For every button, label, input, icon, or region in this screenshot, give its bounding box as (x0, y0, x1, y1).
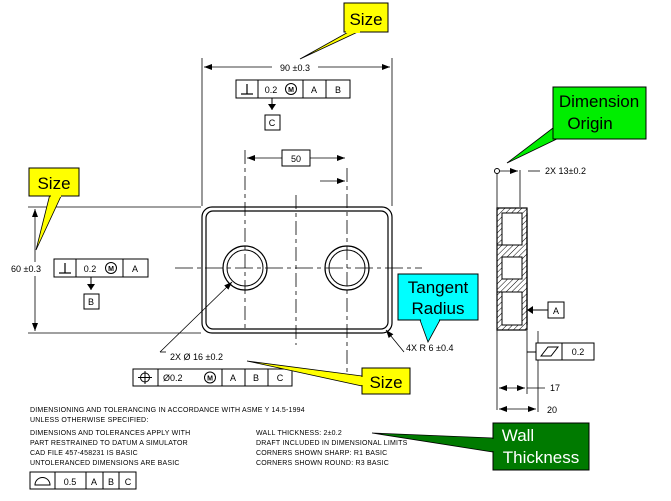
note-sharp: CORNERS SHOWN SHARP: R1 BASIC (256, 450, 387, 457)
callout-dimension-origin-line1: Dimension (559, 92, 639, 111)
plate-inner-outline (205, 210, 389, 330)
callout-tangent-radius-line1: Tangent (408, 278, 469, 297)
datum-c-label: C (269, 118, 276, 128)
dim-height-text: 60 ±0.3 (11, 264, 41, 274)
note-line-5: CAD FILE 457-458231 IS BASIC (30, 450, 138, 457)
fcf-flatness-tolerance: 0.2 (572, 347, 585, 357)
profile-surface-icon (34, 477, 51, 486)
side-view: 2X 13±0.2 A 0.2 17 20 (494, 166, 595, 415)
note-line-3: DIMENSIONS AND TOLERANCES APPLY WITH (30, 430, 190, 437)
fcf-holes-datum1: A (230, 373, 236, 383)
fcf-top: 0.2 M A B C (235, 79, 351, 131)
fcf-top-datum2: B (335, 85, 341, 95)
callout-tangent-radius-line2: Radius (412, 299, 465, 318)
datum-a-label: A (553, 306, 559, 316)
note-line-6: UNTOLERANCED DIMENSIONS ARE BASIC (30, 460, 180, 467)
fcf-profile-datum3: C (125, 477, 132, 487)
fcf-top-tolerance: 0.2 (265, 85, 278, 95)
note-draft: DRAFT INCLUDED IN DIMENSIONAL LIMITS (256, 440, 408, 447)
dim-width: 90 ±0.3 (201, 58, 393, 206)
perpendicularity-icon (241, 84, 253, 95)
callout-size-left-text: Size (37, 174, 70, 193)
fcf-left-modifier: M (108, 266, 114, 273)
fcf-top-modifier: M (288, 87, 294, 94)
notes: DIMENSIONING AND TOLERANCING IN ACCORDAN… (30, 407, 408, 467)
hole-callout: 2X Ø 16 ±0.2 (159, 281, 233, 362)
fcf-holes: Ø0.2 M A B C (132, 368, 293, 387)
plate-outline (201, 206, 393, 334)
note-wall: WALL THICKNESS: 2±0.2 (256, 430, 342, 437)
fcf-profile-datum2: B (108, 477, 114, 487)
fcf-profile: 0.5 A B C (29, 471, 137, 490)
fcf-holes-modifier: M (207, 376, 213, 383)
fcf-left-tolerance: 0.2 (84, 264, 97, 274)
mmc-icon (285, 83, 297, 95)
note-round: CORNERS SHOWN ROUND: R3 BASIC (256, 460, 389, 467)
position-icon (138, 371, 152, 384)
dim-hole-spacing: 50 (247, 149, 345, 184)
front-view (175, 150, 422, 378)
hole-callout-text: 2X Ø 16 ±0.2 (170, 352, 223, 362)
callout-size-left: Size (28, 167, 80, 251)
fcf-profile-tolerance: 0.5 (64, 477, 77, 487)
fcf-holes-datum3: C (277, 373, 284, 383)
callout-tangent-radius: Tangent Radius (397, 273, 479, 343)
dim-hole-spacing-text: 50 (291, 154, 301, 164)
callout-size-top-text: Size (349, 10, 382, 29)
callout-size-bottom: Size (246, 360, 411, 395)
fcf-left: 0.2 M A B (53, 258, 149, 310)
dim-height: 60 ±0.3 (10, 206, 201, 334)
note-line-1: DIMENSIONING AND TOLERANCING IN ACCORDAN… (30, 407, 305, 414)
callout-size-top: Size (299, 2, 389, 60)
callout-wall-thickness-line2: Thickness (503, 448, 580, 467)
fcf-holes-tolerance: Ø0.2 (163, 373, 183, 383)
callout-dimension-origin: Dimension Origin (506, 86, 647, 164)
side-spacing-text: 2X 13±0.2 (545, 166, 586, 176)
mmc-icon (105, 262, 117, 274)
radius-callout-text: 4X R 6 ±0.4 (406, 343, 453, 353)
fcf-left-datum1: A (132, 264, 138, 274)
perpendicularity-icon (59, 263, 71, 274)
side-20-text: 20 (547, 405, 557, 415)
dimension-origin-symbol (494, 168, 500, 174)
mmc-icon (204, 371, 216, 384)
fcf-holes-datum2: B (253, 373, 259, 383)
side-17-text: 17 (550, 383, 560, 393)
radius-callout: 4X R 6 ±0.4 (385, 329, 453, 353)
note-line-2: UNLESS OTHERWISE SPECIFIED: (30, 417, 148, 424)
fcf-top-datum1: A (311, 85, 317, 95)
callout-wall-thickness-line1: Wall (502, 426, 534, 445)
callout-wall-thickness: Wall Thickness (371, 422, 590, 471)
datum-b-label: B (88, 297, 94, 307)
flatness-icon (539, 346, 560, 357)
callout-dimension-origin-line2: Origin (567, 114, 612, 133)
note-line-4: PART RESTRAINED TO DATUM A SIMULATOR (30, 440, 188, 447)
fcf-profile-datum1: A (91, 477, 97, 487)
callout-size-bottom-text: Size (369, 373, 402, 392)
dim-width-text: 90 ±0.3 (280, 63, 310, 73)
